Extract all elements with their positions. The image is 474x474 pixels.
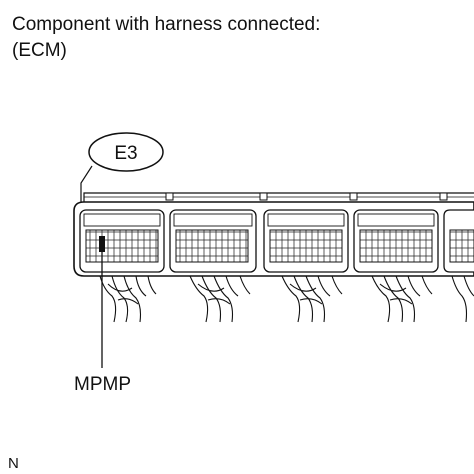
title-line-2: (ECM) (12, 40, 67, 61)
terminal-callout: MPMP (74, 236, 131, 395)
pin-grid (175, 229, 249, 263)
connector-id-label: E3 (114, 143, 137, 164)
pin-grid (269, 229, 343, 263)
terminal-label: MPMP (74, 374, 131, 395)
connector-id-leader (80, 165, 93, 205)
pin-grid (359, 229, 433, 263)
title-line-1: Component with harness connected: (12, 14, 321, 35)
harness-wires (99, 275, 474, 323)
connector-id-bubble (88, 132, 164, 172)
pin-grid (85, 229, 159, 263)
connector-block-4 (353, 209, 439, 273)
connector-block-1 (79, 209, 165, 273)
connector-block-2 (169, 209, 257, 273)
figure-note: N (8, 455, 19, 472)
terminal-highlight (99, 236, 105, 252)
diagram-title: Component with harness connected: (ECM) (12, 12, 320, 64)
connector-block-3 (263, 209, 349, 273)
connector-id-callout: E3 (80, 132, 164, 205)
connector-block-5-partial (443, 209, 474, 273)
